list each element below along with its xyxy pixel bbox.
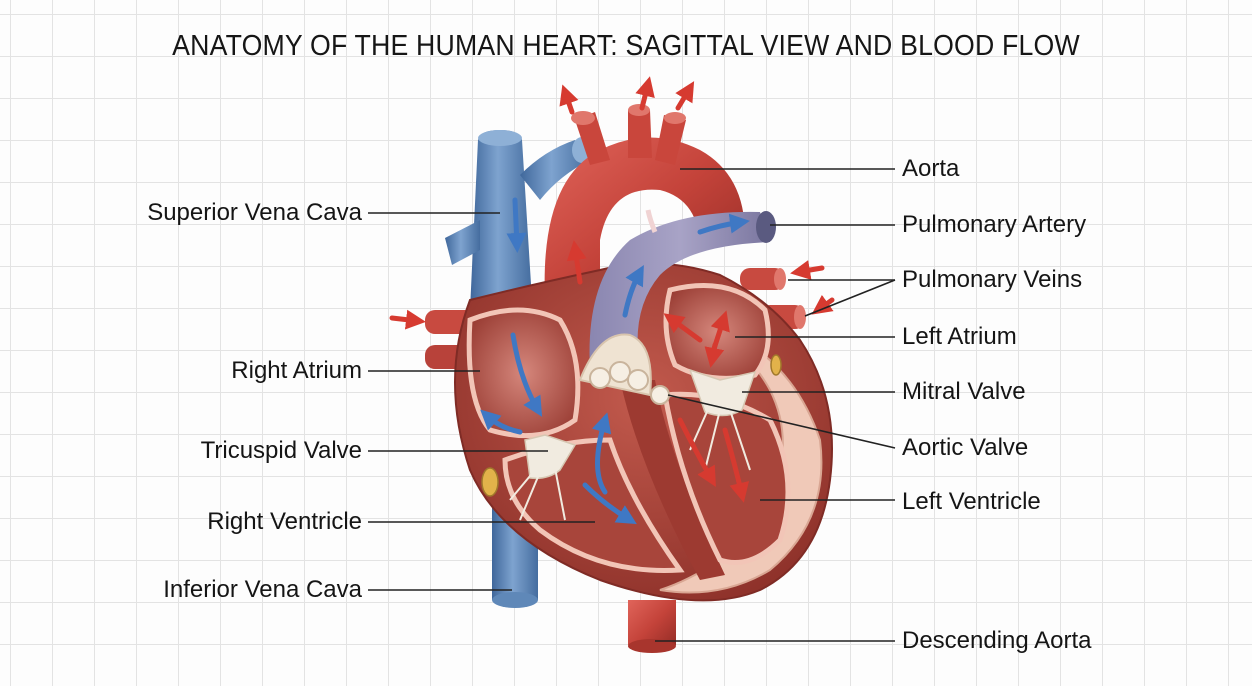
label-aortic-valve: Aortic Valve (902, 433, 1028, 463)
label-right-ventricle: Right Ventricle (42, 507, 362, 537)
label-inferior-vena-cava: Inferior Vena Cava (42, 575, 362, 605)
label-right-atrium: Right Atrium (42, 356, 362, 386)
descending-aorta-vessel (628, 600, 676, 653)
leader-pulmonary-veins-lower (805, 280, 895, 316)
label-pulmonary-veins: Pulmonary Veins (902, 265, 1082, 295)
label-tricuspid-valve: Tricuspid Valve (42, 436, 362, 466)
label-descending-aorta: Descending Aorta (902, 626, 1091, 656)
label-left-ventricle: Left Ventricle (902, 487, 1041, 517)
label-pulmonary-artery: Pulmonary Artery (902, 210, 1086, 240)
label-superior-vena-cava: Superior Vena Cava (42, 198, 362, 228)
label-mitral-valve: Mitral Valve (902, 377, 1026, 407)
ligamentum-arteriosum (648, 210, 655, 232)
label-left-atrium: Left Atrium (902, 322, 1017, 352)
label-aorta: Aorta (902, 154, 959, 184)
